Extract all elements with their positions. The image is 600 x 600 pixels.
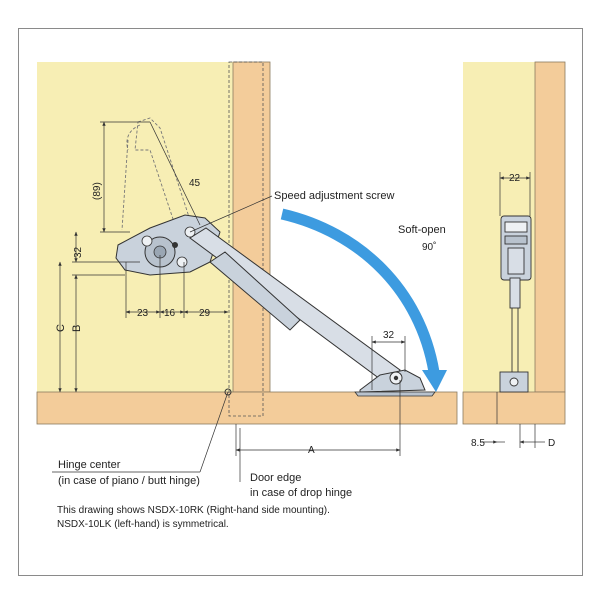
dim-16: 16 bbox=[164, 308, 176, 319]
side-panel bbox=[232, 61, 271, 393]
dim-32-horiz: 32 bbox=[383, 330, 395, 341]
dim-29: 29 bbox=[199, 308, 211, 319]
hinge-center-point bbox=[224, 388, 232, 396]
note-line-1: This drawing shows NSDX-10RK (Right-hand… bbox=[57, 505, 330, 516]
door-dashed-outline bbox=[228, 61, 264, 417]
dim-23: 23 bbox=[137, 308, 149, 319]
dim-89: (89) bbox=[92, 182, 103, 200]
label-hinge-center: Hinge center bbox=[58, 459, 121, 471]
hinge-mechanism bbox=[115, 214, 436, 397]
label-angle: 90˚ bbox=[422, 241, 436, 253]
dim-A: A bbox=[308, 445, 315, 456]
dim-45: 45 bbox=[189, 178, 201, 189]
label-soft-open: Soft-open bbox=[398, 224, 446, 236]
right-bottom-board bbox=[462, 391, 566, 425]
bottom-board bbox=[36, 391, 458, 425]
note-line-2: NSDX-10LK (left-hand) is symmetrical. bbox=[57, 519, 229, 530]
right-side-panel bbox=[534, 61, 566, 393]
label-hinge-center-note: (in case of piano / butt hinge) bbox=[58, 475, 200, 487]
label-speed-screw: Speed adjustment screw bbox=[274, 190, 395, 202]
dim-8-5: 8.5 bbox=[471, 438, 485, 449]
dimension-lines bbox=[52, 121, 406, 482]
dim-C: C bbox=[55, 324, 67, 332]
label-door-edge: Door edge bbox=[250, 472, 301, 484]
soft-open-arrow bbox=[280, 208, 447, 392]
right-hinge-mechanism bbox=[499, 215, 532, 393]
label-door-edge-note: in case of drop hinge bbox=[250, 487, 352, 499]
dim-32-vert: 32 bbox=[73, 246, 84, 258]
dim-D: D bbox=[548, 438, 555, 449]
dim-B: B bbox=[71, 325, 83, 332]
dim-22: 22 bbox=[509, 173, 521, 184]
